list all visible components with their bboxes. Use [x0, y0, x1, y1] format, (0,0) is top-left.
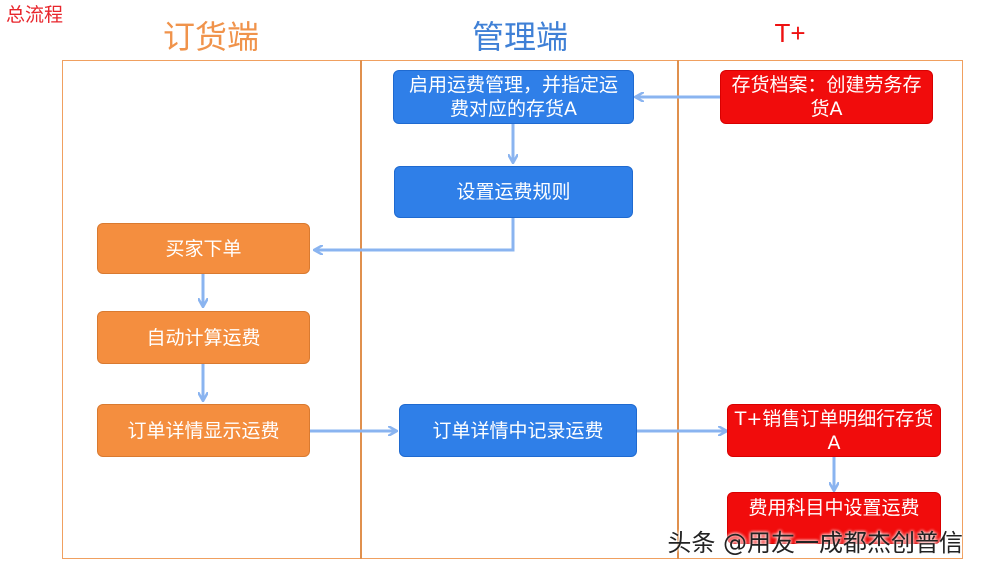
node-auto-calc: 自动计算运费 — [97, 311, 310, 364]
swimlane-frame — [62, 60, 963, 559]
watermark: 头条 @用友一成都杰创普信 — [667, 529, 963, 557]
node-inventory-archive: 存货档案：创建劳务存货A — [720, 70, 933, 124]
node-freight-rules: 设置运费规则 — [394, 166, 633, 218]
lane-divider-right — [677, 60, 679, 559]
lane-divider-left — [360, 60, 362, 559]
node-order-detail-show: 订单详情显示运费 — [97, 404, 310, 457]
lane-header-ordering: 订货端 — [162, 18, 259, 56]
page-title: 总流程 — [6, 4, 64, 26]
lane-header-admin: 管理端 — [471, 18, 568, 56]
lane-header-tplus: T+ — [774, 18, 806, 48]
node-expense-subject: 费用科目中设置运费 — [727, 492, 941, 544]
node-enable-freight: 启用运费管理，并指定运费对应的存货A — [393, 70, 634, 124]
node-sales-order-line: T+销售订单明细行存货A — [727, 404, 941, 457]
arrow-rules-to-order — [315, 218, 515, 250]
node-buyer-order: 买家下单 — [97, 223, 310, 274]
node-order-detail-record: 订单详情中记录运费 — [399, 404, 637, 457]
